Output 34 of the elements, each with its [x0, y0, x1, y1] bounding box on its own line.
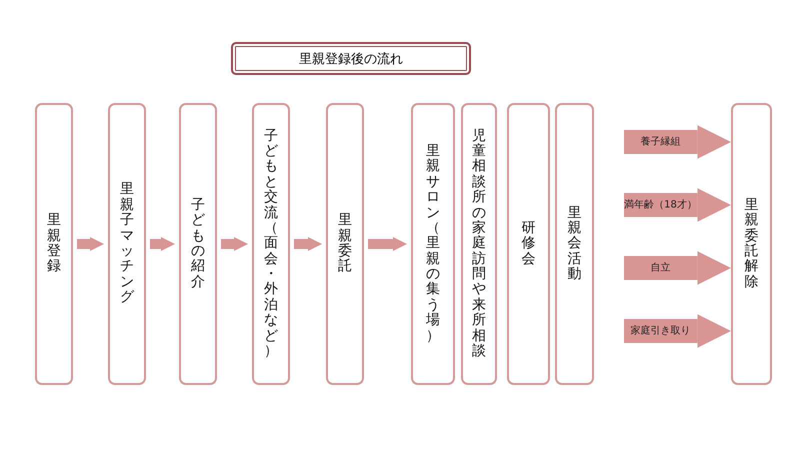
edge-label: 家庭引き取り: [630, 326, 690, 336]
arrow: [624, 188, 731, 222]
arrow: [624, 314, 731, 348]
process-box: [507, 103, 550, 385]
box-label: 児童相談所の家庭訪問や来所相談: [472, 128, 486, 360]
box-label: 里親委託解除: [744, 198, 758, 290]
arrow: [221, 237, 248, 251]
edge-label: 満年齢（18才）: [624, 200, 697, 210]
title-box: 里親登録後の流れ: [231, 42, 471, 75]
arrow: [77, 237, 104, 251]
process-box: [35, 103, 73, 385]
edge-label: 養子縁組: [640, 136, 680, 148]
box-label: 里親子マッチング: [120, 182, 134, 306]
arrow: [624, 251, 731, 285]
box-label: 子どもと交流（面会・外泊など）: [264, 128, 278, 360]
arrow: [150, 237, 175, 251]
arrow: [294, 237, 322, 251]
process-box: [731, 103, 772, 385]
process-box: [108, 103, 146, 385]
process-box: [461, 103, 497, 385]
process-box: [179, 103, 217, 385]
process-box: [555, 103, 594, 385]
box-label: 里親サロン（里親の集う場）: [426, 144, 440, 344]
box-label: 研修会: [522, 220, 536, 268]
box-label: 里親登録: [47, 213, 61, 275]
arrow: [624, 125, 731, 159]
process-box: [411, 103, 455, 385]
box-label: 里親委託: [338, 213, 352, 275]
edge-label: 自立: [650, 262, 670, 274]
process-box: [252, 103, 290, 385]
process-box: [326, 103, 364, 385]
arrow: [368, 237, 407, 251]
box-label: 子どもの紹介: [191, 198, 205, 290]
box-label: 里親会活動: [568, 206, 582, 282]
